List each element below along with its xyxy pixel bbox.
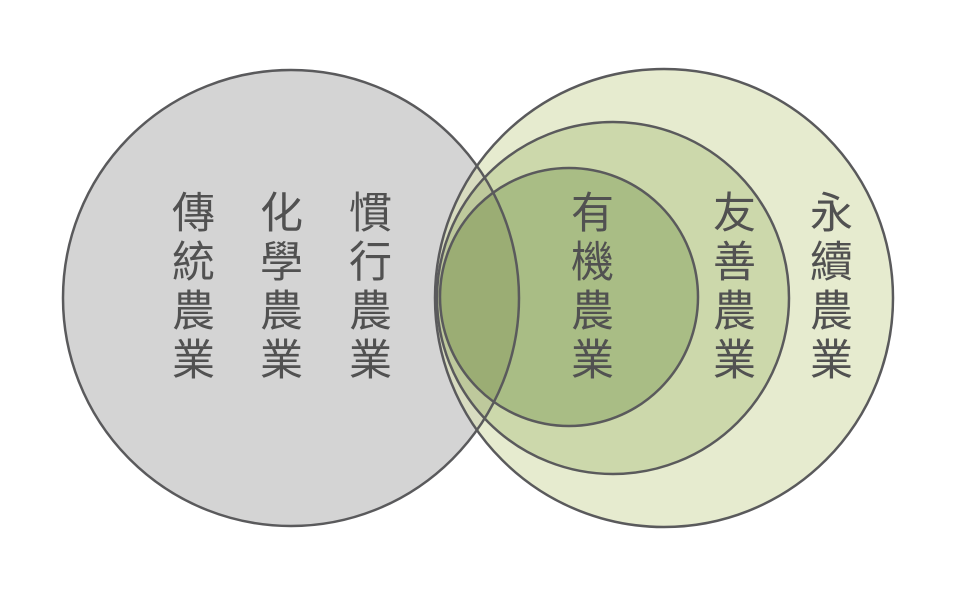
label-chemical-agriculture: 化學農業	[253, 190, 302, 386]
label-organic-agriculture: 有機農業	[564, 190, 613, 386]
conventional-group-circle	[63, 70, 519, 526]
friendly-outline	[435, 120, 791, 476]
overlap-organic	[440, 168, 519, 426]
organic-outline	[438, 166, 700, 428]
label-traditional-agriculture: 傳統農業	[165, 190, 214, 386]
overlap-region	[435, 70, 519, 526]
label-conventional-agriculture: 慣行農業	[342, 190, 391, 386]
label-sustainable-agriculture: 永續農業	[803, 190, 852, 386]
label-friendly-agriculture: 友善農業	[706, 190, 755, 386]
circle-outlines	[61, 67, 895, 529]
conventional-group-outline	[61, 68, 521, 528]
sustainable-outline	[433, 67, 895, 529]
